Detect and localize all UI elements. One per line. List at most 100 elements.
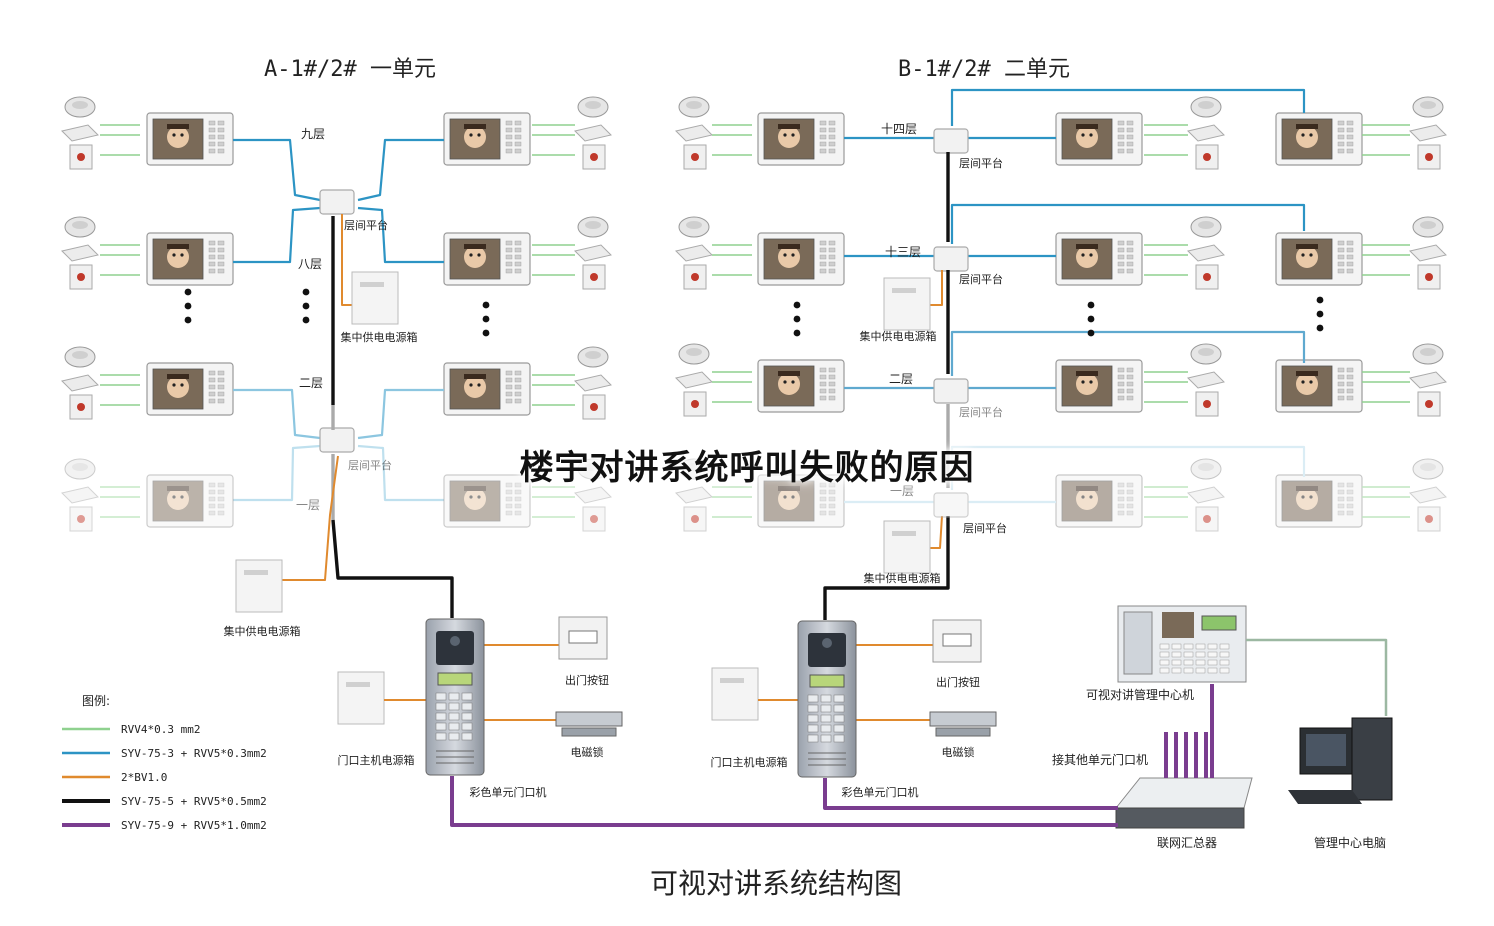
- monitor-face-icon: [464, 126, 486, 148]
- monitor-eye-icon: [469, 383, 473, 387]
- junction-box: [933, 378, 969, 404]
- keypad-key-icon: [435, 722, 447, 731]
- mgmt-key-icon: [1183, 651, 1194, 658]
- power-box-badge-icon: [892, 288, 916, 293]
- smoke-detector-cap-icon: [585, 101, 601, 109]
- monitor-key-icon: [1117, 482, 1125, 488]
- wire-orange: [928, 515, 943, 549]
- power-box-label-a-lower: 集中供电电源箱: [224, 624, 301, 638]
- panic-button-red-icon: [691, 153, 699, 161]
- monitor-key-icon: [1117, 261, 1125, 267]
- monitor-key-icon: [828, 247, 836, 253]
- floor-label-b-2: 二层: [889, 372, 913, 386]
- monitor-key-icon: [1337, 141, 1345, 147]
- mgmt-key-icon: [1183, 667, 1194, 674]
- monitor-hair-icon: [778, 244, 800, 249]
- keypad-key-icon: [448, 732, 460, 741]
- monitor-key-icon: [1337, 388, 1345, 394]
- sensor-icon: [675, 371, 713, 389]
- monitor-face-icon: [1296, 373, 1318, 395]
- monitor-key-icon: [1117, 240, 1125, 246]
- monitor-hair-icon: [778, 124, 800, 129]
- unit-b-first-floor: [675, 445, 1447, 532]
- monitor-key-icon: [1117, 247, 1125, 253]
- indoor-monitor: [1275, 359, 1363, 413]
- sensor-icon: [61, 374, 99, 392]
- smoke-detector-cap-icon: [72, 101, 88, 109]
- monitor-key-icon: [505, 496, 513, 502]
- panic-button-red-icon: [1203, 515, 1211, 523]
- monitor-key-icon: [1126, 127, 1134, 133]
- floor-label-a-8: 八层: [298, 257, 322, 271]
- alarm-devices: [1187, 343, 1225, 417]
- indoor-monitor: [757, 359, 845, 413]
- panic-button-red-icon: [691, 400, 699, 408]
- floor-label-a-9: 九层: [301, 127, 325, 141]
- monitor-key-icon: [505, 261, 513, 267]
- monitor-key-icon: [1337, 395, 1345, 401]
- monitor-key-icon: [1117, 367, 1125, 373]
- monitor-eye-icon: [172, 133, 176, 137]
- hub-top: [1114, 777, 1253, 809]
- wire-blue: [950, 445, 1306, 490]
- monitor-key-icon: [1126, 367, 1134, 373]
- mgmt-key-icon: [1195, 659, 1206, 666]
- monitor-face-icon: [1296, 488, 1318, 510]
- monitor-key-icon: [1126, 261, 1134, 267]
- keypad-key-icon: [807, 734, 819, 743]
- mgmt-key-icon: [1219, 659, 1230, 666]
- monitor-eye-icon: [1089, 253, 1093, 257]
- monitor-key-icon: [514, 148, 522, 154]
- monitor-key-icon: [514, 510, 522, 516]
- monitor-key-icon: [1337, 510, 1345, 516]
- ellipsis-dot-icon: [482, 329, 490, 337]
- keypad-key-icon: [833, 714, 845, 723]
- monitor-key-icon: [208, 510, 216, 516]
- monitor-key-icon: [1337, 381, 1345, 387]
- wire-blue: [233, 388, 321, 440]
- monitor-face-icon: [1296, 126, 1318, 148]
- monitor-key-icon: [1346, 381, 1354, 387]
- door-station-camera: [808, 633, 846, 667]
- indoor-monitor: [757, 474, 845, 528]
- keypad-key-icon: [435, 732, 447, 741]
- floor-label-b-14: 十四层: [881, 122, 917, 136]
- ellipsis-dot-icon: [1316, 296, 1324, 304]
- junction-box: [319, 427, 355, 453]
- monitor-key-icon: [217, 127, 225, 133]
- monitor-key-icon: [217, 377, 225, 383]
- monitor-hair-icon: [1296, 244, 1318, 249]
- smoke-detector-cap-icon: [1198, 101, 1214, 109]
- monitor-key-icon: [1117, 120, 1125, 126]
- monitor-key-icon: [514, 391, 522, 397]
- monitor-key-icon: [1346, 148, 1354, 154]
- monitor-eye-icon: [477, 133, 481, 137]
- platform-label-b-13: 层间平台: [959, 272, 1003, 286]
- monitor-key-icon: [217, 268, 225, 274]
- monitor-face-icon: [167, 246, 189, 268]
- monitor-key-icon: [208, 391, 216, 397]
- monitor-key-icon: [208, 141, 216, 147]
- monitor-key-icon: [505, 247, 513, 253]
- pc-keyboard-icon: [1288, 790, 1362, 804]
- keypad-key-icon: [448, 712, 460, 721]
- panic-button-red-icon: [77, 273, 85, 281]
- wire-black-riser: [823, 516, 950, 620]
- monitor-key-icon: [1117, 496, 1125, 502]
- mgmt-key-icon: [1219, 643, 1230, 650]
- monitor-face-icon: [464, 376, 486, 398]
- monitor-eye-icon: [172, 383, 176, 387]
- monitor-face-icon: [778, 373, 800, 395]
- monitor-key-icon: [819, 510, 827, 516]
- exit-button-key-icon: [568, 630, 598, 644]
- ellipsis: [184, 288, 192, 324]
- alarm-devices: [574, 458, 612, 532]
- monitor-face-icon: [1296, 246, 1318, 268]
- smoke-detector-cap-icon: [1420, 463, 1436, 471]
- monitor-eye-icon: [791, 133, 795, 137]
- floor-label-b-1: 一层: [890, 484, 914, 498]
- monitor-eye-icon: [783, 133, 787, 137]
- maglock-plate-icon: [561, 727, 617, 737]
- monitor-eye-icon: [791, 380, 795, 384]
- wire-grey-network: [1246, 638, 1388, 716]
